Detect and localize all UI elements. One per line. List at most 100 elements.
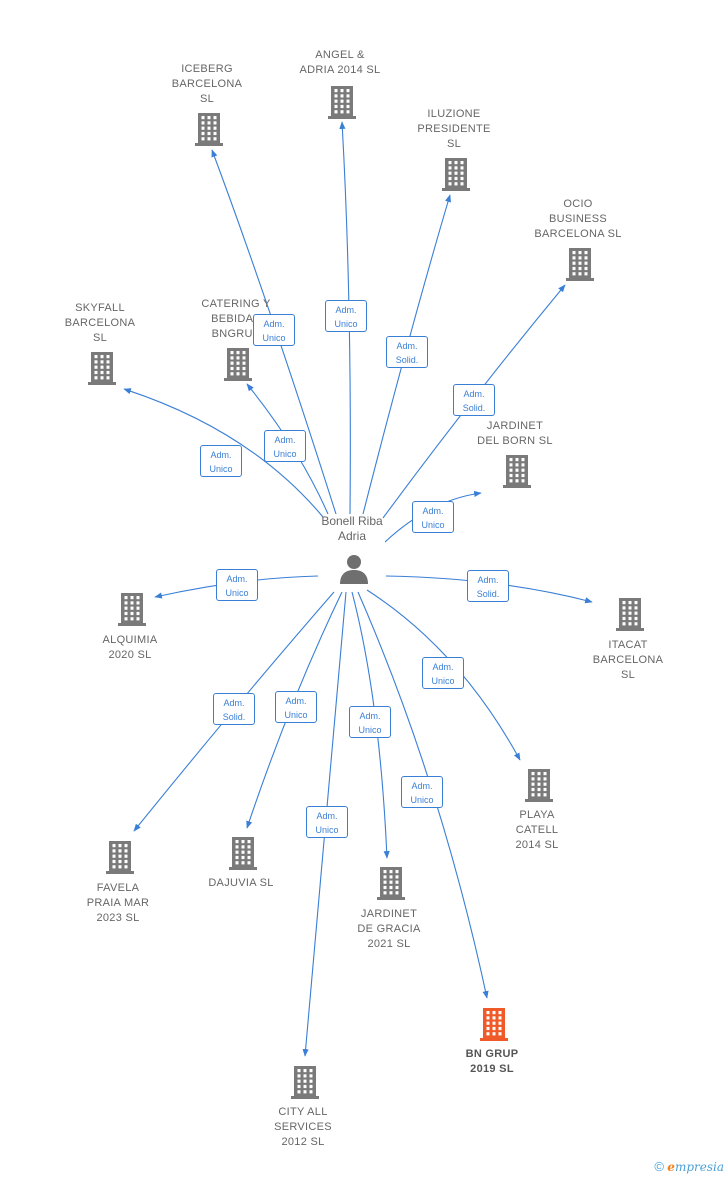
role-badge-text: Unico [410,795,434,805]
company-label-line: DE GRACIA [357,923,421,935]
role-badge-text: Unico [225,588,249,598]
role-badge[interactable]: Adm. Solid. [467,570,509,602]
role-badge[interactable]: Adm.Solid. [386,336,428,368]
company-label-line: BEBIDAS [211,313,261,325]
company-label-angel-adria[interactable]: ANGEL & ADRIA 2014 SL [270,48,410,78]
role-badge[interactable]: Adm.Unico [401,776,443,808]
building-icon[interactable] [106,840,134,874]
company-label-line: BARCELONA SL [534,228,622,240]
company-label-line: BARCELONA [171,78,243,90]
role-badge-text: Solid. [476,589,500,599]
role-badge-text: Adm. [422,506,444,516]
company-label-iceberg[interactable]: ICEBERG BARCELONA SL [137,62,277,107]
role-badge[interactable]: Adm.Solid. [453,384,495,416]
building-icon[interactable] [291,1065,319,1099]
company-label-line: DAJUVIA SL [208,877,274,889]
footer-brand: © empresia [654,1159,724,1174]
building-icon[interactable] [118,592,146,626]
role-badge-text: Adm. [274,435,296,445]
company-label-ocio[interactable]: OCIO BUSINESS BARCELONA SL [508,197,648,242]
building-icon[interactable] [88,351,116,385]
company-label-line: ITACAT [608,639,648,651]
role-badge-text: Solid. [222,712,246,722]
company-label-line: DEL BORN SL [477,435,553,447]
role-badge[interactable]: Adm.Solid. [213,693,255,725]
building-icon[interactable] [195,112,223,146]
building-icon[interactable] [224,347,252,381]
company-label-line: ILUZIONE [427,108,481,120]
role-badge[interactable]: Adm. Unico [216,569,258,601]
company-label-line: SERVICES [274,1121,332,1133]
company-label-line: 2012 SL [281,1136,325,1148]
role-badge[interactable]: Adm.Unico [306,806,348,838]
role-badge[interactable]: Adm. Unico [325,300,367,332]
person-icon[interactable] [339,553,369,585]
building-icon[interactable] [525,768,553,802]
role-badge-text: Adm. [463,389,485,399]
company-label-line: BUSINESS [548,213,608,225]
role-badge-text: Unico [334,319,358,329]
building-icon[interactable] [616,597,644,631]
company-label-line: SL [199,93,215,105]
building-icon[interactable] [328,85,356,119]
company-label-line: PRAIA MAR [86,897,150,909]
empresia-logo: empresia [667,1160,724,1174]
role-badge[interactable]: Adm. Unico [264,430,306,462]
building-icon[interactable] [503,454,531,488]
person-name-line: Bonell Riba [321,514,383,528]
building-icon[interactable] [480,1007,508,1041]
company-label-line: ICEBERG [181,63,233,75]
person-name[interactable]: Bonell Riba Adria [292,514,412,544]
role-badge-text: Unico [284,710,308,720]
role-badge-text: Unico [262,333,286,343]
role-badge-text: Solid. [395,355,419,365]
role-badge-text: Unico [421,520,445,530]
company-label-line: 2021 SL [367,938,411,950]
role-badge-text: Adm. [359,711,381,721]
role-badge[interactable]: Adm.Unico [200,445,242,477]
copyright-symbol: © [654,1159,664,1174]
company-label-line: BN GRUP [465,1048,519,1060]
company-label-line: OCIO [563,198,593,210]
company-label-line: CATELL [515,824,559,836]
role-badge-text: Unico [358,725,382,735]
role-badge-text: Unico [315,825,339,835]
building-icon[interactable] [566,247,594,281]
building-icon[interactable] [442,157,470,191]
role-badge-text: Adm. [263,319,285,329]
role-badge[interactable]: Adm. Unico [412,501,454,533]
role-badge-text: Unico [209,464,233,474]
edge-skyfall [123,388,324,518]
company-label-line: ADRIA 2014 SL [299,64,381,76]
company-label-line: 2019 SL [470,1063,514,1075]
role-badge[interactable]: Adm. Unico [349,706,391,738]
company-label-line: 2023 SL [96,912,140,924]
building-icon[interactable] [229,836,257,870]
role-badge-text: Unico [273,449,297,459]
company-label-line: SL [446,138,462,150]
company-label-line: ALQUIMIA [102,634,158,646]
role-badge-text: Adm. [335,305,357,315]
company-label-line: BARCELONA [64,317,136,329]
role-badge-text: Unico [431,676,455,686]
company-label-bn-grup[interactable]: BN GRUP 2019 SL [422,1047,562,1077]
role-badge-text: Adm. [477,575,499,585]
company-label-line: CATERING Y [201,298,271,310]
building-icon[interactable] [377,866,405,900]
company-label-line: ANGEL & [315,49,365,61]
role-badge-text: Adm. [226,574,248,584]
role-badge[interactable]: Adm. Unico [253,314,295,346]
company-label-dajuvia[interactable]: DAJUVIA SL [171,876,311,891]
role-badge[interactable]: Adm.Unico [275,691,317,723]
role-badge[interactable]: Adm.Unico [422,657,464,689]
